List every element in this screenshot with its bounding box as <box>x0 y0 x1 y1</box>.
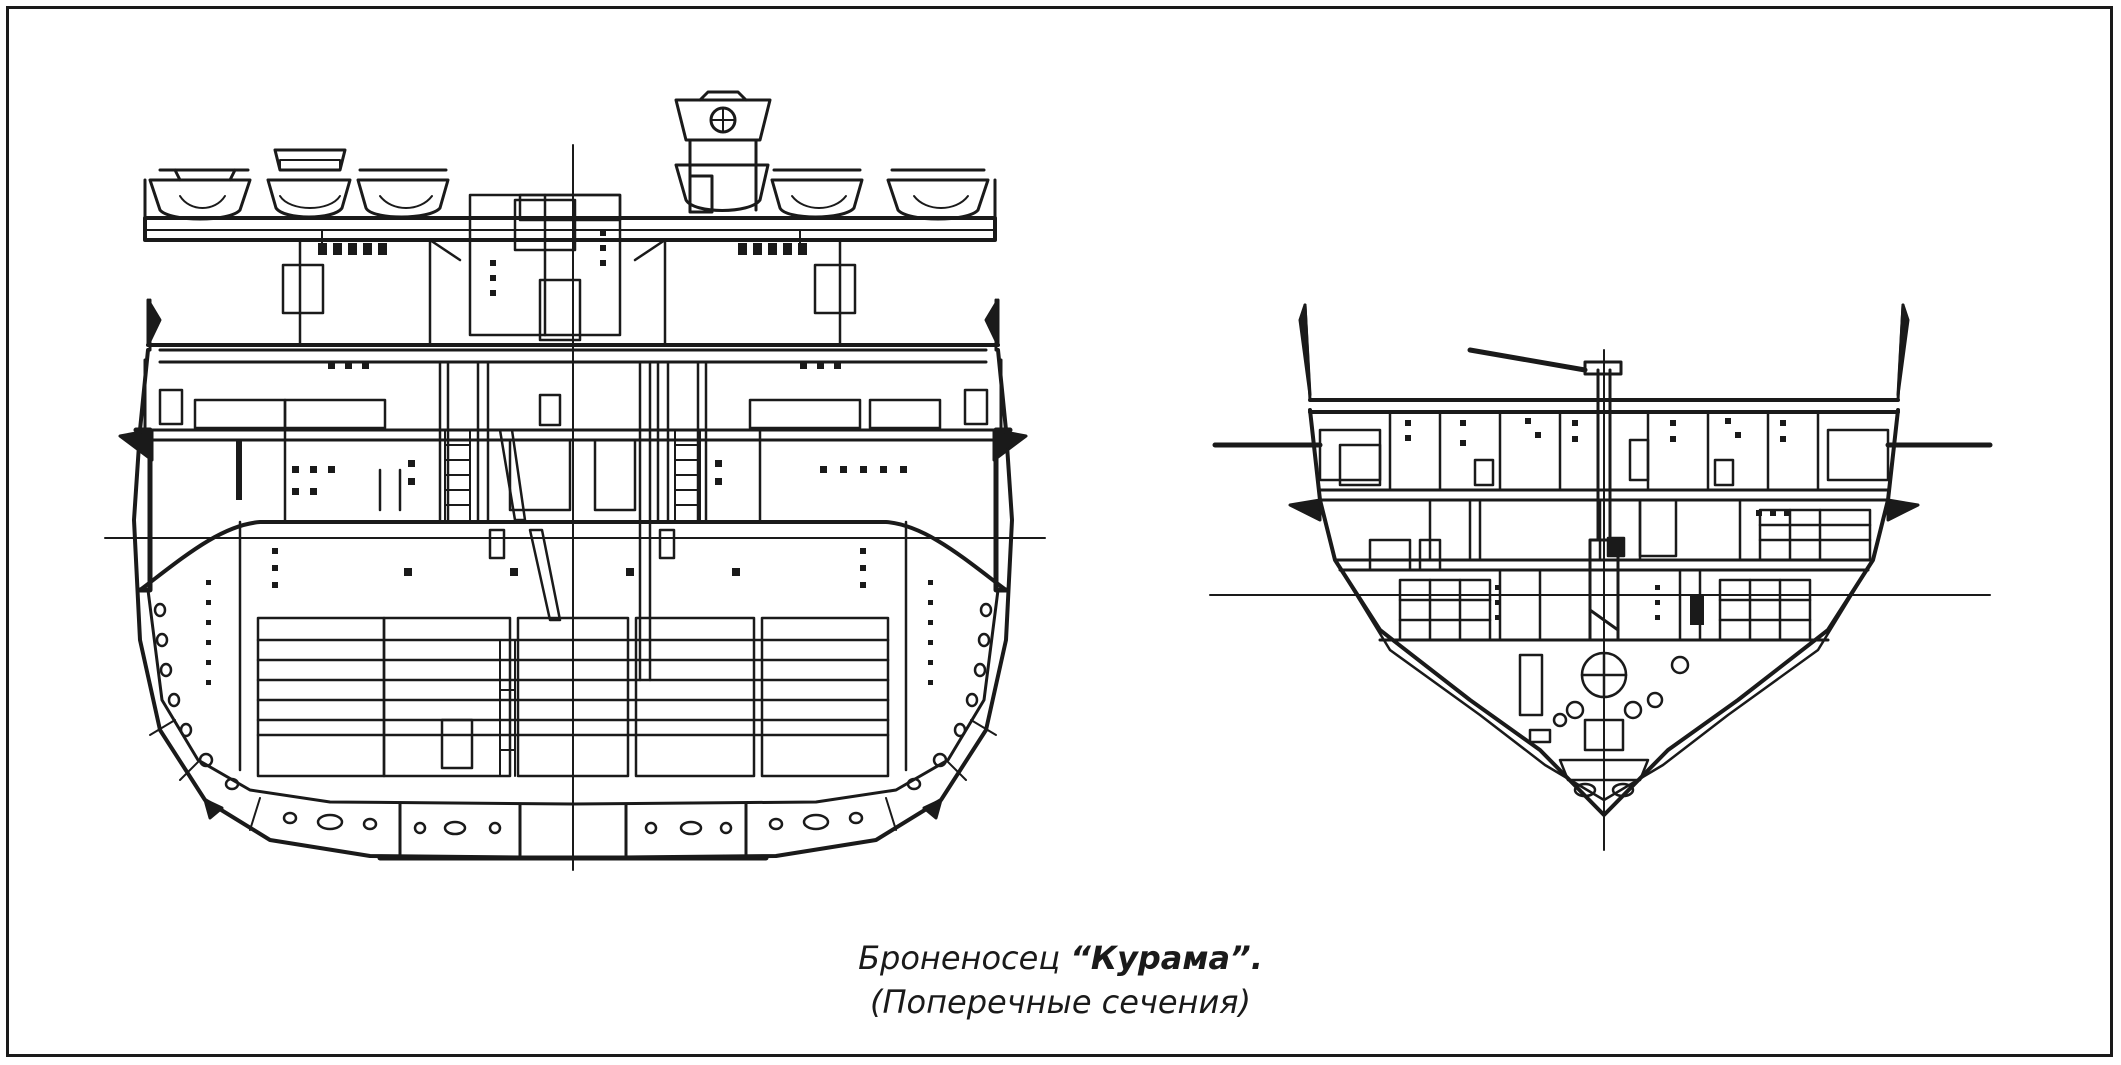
midship-boats <box>148 148 990 221</box>
caption-ship-name: “Курама”. <box>1070 939 1263 977</box>
drawing-frame <box>6 6 2113 1057</box>
midship-bilge-keel-right <box>922 798 943 820</box>
caption-title: Броненосец “Курама”. <box>0 936 2121 980</box>
fore-guns <box>1212 347 1993 482</box>
midship-section <box>104 90 1046 871</box>
midship-lightening-holes <box>153 602 993 836</box>
boat-1 <box>148 178 252 221</box>
fore-section <box>1209 303 1993 851</box>
fore-compartment-marks <box>1405 418 1790 625</box>
midship-compartment-marks <box>206 230 933 685</box>
fore-main-deck <box>1318 488 1890 502</box>
midship-armour-deck <box>138 520 1008 592</box>
boat-6 <box>886 178 990 221</box>
caption-subtitle: (Поперечные сечения) <box>869 983 1251 1021</box>
midship-bilge-keel-left <box>203 798 224 820</box>
midship-inner-bottom <box>146 588 1000 806</box>
fore-inner-hull <box>1333 558 1875 802</box>
figure-caption: Броненосец “Курама”. (Поперечные сечения… <box>0 936 2121 1024</box>
boat-5 <box>770 178 864 219</box>
midship-searchlight-platform <box>674 90 772 212</box>
boat-3 <box>356 178 450 219</box>
midship-upper-deck <box>158 348 988 364</box>
boat-2 <box>266 178 352 219</box>
midship-battery-deck <box>150 428 996 442</box>
fore-upper-deck <box>1308 398 1900 414</box>
midship-bottom-frames <box>149 719 997 831</box>
fore-machinery <box>1518 651 1690 798</box>
midship-boiler-rooms <box>256 616 890 778</box>
caption-title-prefix: Броненосец <box>858 939 1071 977</box>
